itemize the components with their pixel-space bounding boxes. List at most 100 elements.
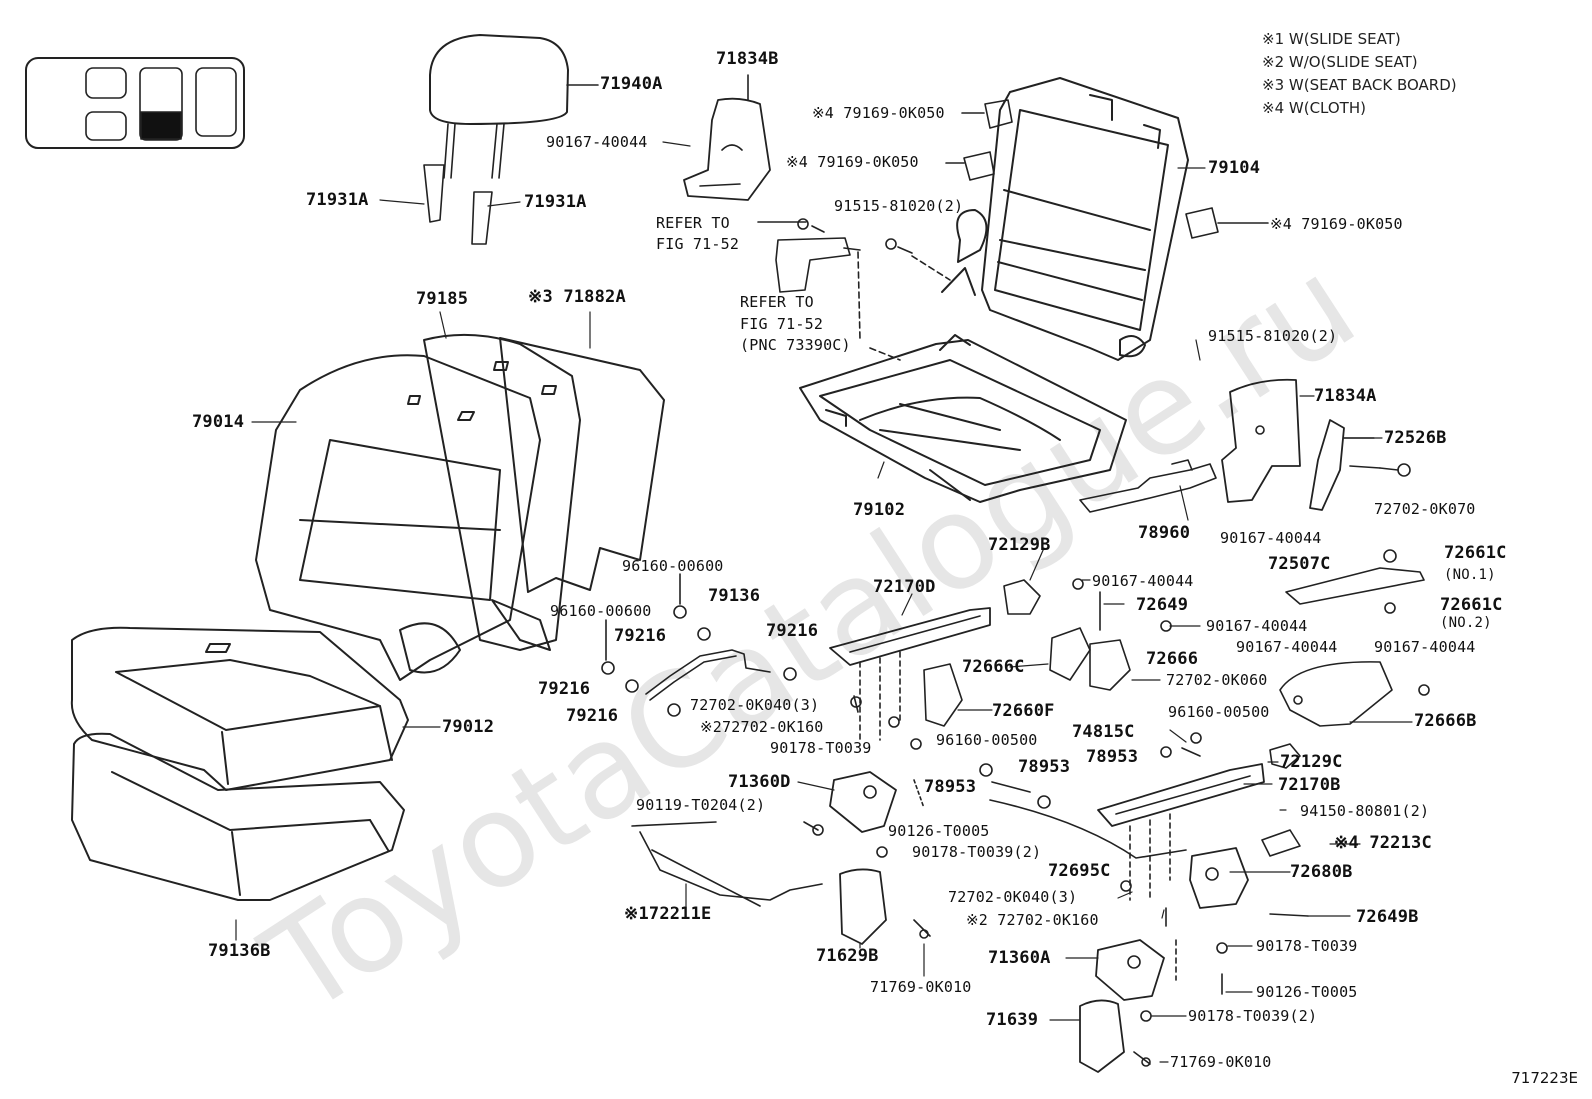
part-label: ※4 72213C [1334, 833, 1432, 853]
part-label: 90178-T0039(2) [1188, 1007, 1318, 1025]
part-label: 90167-40044 [1220, 529, 1322, 547]
part-label: 79216 [766, 621, 819, 641]
part-label: 79216 [614, 626, 667, 646]
part-label: 72666 [1146, 649, 1199, 669]
latch-71360D-drawing [803, 716, 925, 858]
rail-72170D-drawing [829, 607, 991, 741]
note-4: ※4 W(CLOTH) [1262, 99, 1366, 117]
part-label: 72695C [1048, 861, 1111, 881]
cushion-pad-79136B-drawing [71, 732, 405, 901]
part-label: 90178-T0039(2) [912, 843, 1042, 861]
part-label: 72170D [873, 577, 936, 597]
part-label: 90178-T0039 [1256, 937, 1358, 955]
part-label: 71769-0K010 [870, 978, 972, 996]
part-label: 90119-T0204(2) [636, 796, 766, 814]
part-label: 91515-81020(2) [834, 197, 964, 215]
part-label: 79136B [208, 941, 271, 961]
part-label: 79136 [708, 586, 761, 606]
part-label: 78953 [924, 777, 977, 797]
part-label: 71769-0K010 [1170, 1053, 1272, 1071]
part-label: 90167-40044 [1236, 638, 1338, 656]
part-label: 72666C [962, 657, 1025, 677]
part-label: 90167-40044 [1374, 638, 1476, 656]
part-label: 79216 [566, 706, 619, 726]
part-label: 79014 [192, 412, 245, 432]
part-label: 72661C [1440, 595, 1503, 615]
part-label: (NO.1) [1444, 567, 1496, 583]
part-label: 72680B [1290, 862, 1353, 882]
note-3: ※3 W(SEAT BACK BOARD) [1262, 76, 1457, 94]
part-label: 90126-T0005 [1256, 983, 1358, 1001]
rail-72170B-drawing [1097, 763, 1265, 901]
part-label: ※172211E [624, 904, 712, 924]
cover-71629B-drawing [839, 868, 931, 945]
part-label: 72649B [1356, 907, 1419, 927]
cable-72695C-drawing [979, 746, 1187, 859]
part-label: FIG 71-52 [656, 235, 740, 253]
part-label: 79012 [442, 717, 495, 737]
part-label: 72702-0K060 [1166, 671, 1268, 689]
part-label: ※4 79169-0K050 [1270, 215, 1403, 233]
figure-id: 717223E [1511, 1069, 1578, 1087]
part-label: 78953 [1086, 747, 1139, 767]
part-label: 91515-81020(2) [1208, 327, 1338, 345]
part-label: ※4 79169-0K050 [786, 153, 919, 171]
part-label: 79104 [1208, 158, 1261, 178]
part-label: 78953 [1018, 757, 1071, 777]
cover-71834A-drawing [1221, 378, 1301, 503]
part-label: ※3 71882A [528, 287, 626, 307]
part-label: 79185 [416, 289, 469, 309]
part-label: 79216 [538, 679, 591, 699]
part-label: 72129C [1280, 752, 1343, 772]
part-label: 72666B [1414, 711, 1477, 731]
latch-71360A-drawing [1095, 939, 1228, 1022]
part-label: 74815C [1072, 722, 1135, 742]
part-label: ※272702-0K160 [700, 718, 824, 736]
part-label: 96160-00500 [936, 731, 1038, 749]
part-label: 90126-T0005 [888, 822, 990, 840]
part-label: 96160-00600 [622, 557, 724, 575]
part-label: (NO.2) [1440, 615, 1492, 631]
part-label: (PNC 73390C) [740, 336, 851, 354]
part-label: 90167-40044 [1092, 572, 1194, 590]
latch-72680B-drawing [1120, 829, 1309, 927]
part-label: 71834B [716, 49, 779, 69]
note-1: ※1 W(SLIDE SEAT) [1262, 30, 1401, 48]
part-label: 71940A [600, 74, 663, 94]
belt-78960-drawing [1079, 459, 1217, 513]
spring-79136-drawing [601, 573, 797, 717]
part-label: 71360D [728, 772, 791, 792]
part-label: 79102 [853, 500, 906, 520]
part-label: 72661C [1444, 543, 1507, 563]
wire-72211E-drawing [631, 821, 823, 907]
pad-79169-drawing [945, 99, 1269, 239]
seatback-frame-drawing [941, 77, 1189, 361]
part-label: ※2 72702-0K160 [966, 911, 1099, 929]
latch-components-drawing [923, 549, 1430, 769]
part-label: 71931A [524, 192, 587, 212]
note-2: ※2 W/O(SLIDE SEAT) [1262, 53, 1418, 71]
refer-bracket-drawing [757, 218, 951, 361]
part-label: 72170B [1278, 775, 1341, 795]
part-label: 71360A [988, 948, 1051, 968]
part-label: REFER TO [656, 214, 730, 232]
part-label: 71834A [1314, 386, 1377, 406]
cushion-79012-drawing [70, 626, 409, 791]
headrest-drawing [423, 34, 599, 245]
part-label: 72702-0K040(3) [948, 888, 1078, 906]
part-label: 72702-0K070 [1374, 500, 1476, 518]
part-label: FIG 71-52 [740, 315, 824, 333]
part-label: 96160-00600 [550, 602, 652, 620]
trim-72526B-drawing [1309, 419, 1411, 511]
part-label: 71629B [816, 946, 879, 966]
part-label: 72660F [992, 701, 1055, 721]
part-label: REFER TO [740, 293, 814, 311]
part-label: 71639 [986, 1010, 1039, 1030]
part-label: 71931A [306, 190, 369, 210]
cushion-frame-drawing [799, 334, 1127, 503]
part-label: 96160-00500 [1168, 703, 1270, 721]
part-label: 72702-0K040(3) [690, 696, 820, 714]
part-label: 78960 [1138, 523, 1191, 543]
